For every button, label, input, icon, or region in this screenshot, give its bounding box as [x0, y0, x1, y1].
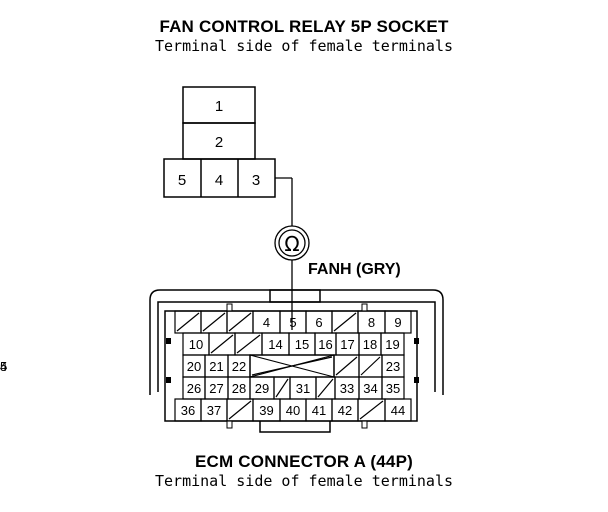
ecm-terminal-28: 28: [232, 381, 246, 396]
ecm-terminal-22: 22: [232, 359, 246, 374]
ecm-terminal-14: 14: [268, 337, 282, 352]
ecm-title: ECM CONNECTOR A (44P): [195, 452, 413, 471]
ecm-terminal-33: 33: [340, 381, 354, 396]
blank-area-cross: [249, 354, 335, 378]
relay-title: FAN CONTROL RELAY 5P SOCKET: [159, 17, 449, 36]
ecm-terminal-35: 35: [386, 381, 400, 396]
ecm-terminal-10: 10: [189, 337, 203, 352]
blocked-cavity-slash: [176, 312, 200, 332]
ecm-terminal-25: 25: [0, 359, 7, 374]
ecm-blank-area: [249, 354, 335, 378]
relay-terminal-3: 3: [252, 172, 260, 189]
ecm-terminal-31: 31: [296, 381, 310, 396]
ecm-terminal-4: 4: [263, 315, 270, 330]
ecm-terminal-44: 44: [391, 403, 405, 418]
ecm-terminal-41: 41: [312, 403, 326, 418]
blocked-cavity-slash: [228, 312, 252, 332]
ecm-terminal-8: 8: [368, 315, 375, 330]
ecm-terminal-16: 16: [318, 337, 332, 352]
ecm-terminal-42: 42: [338, 403, 352, 418]
ecm-terminal-9: 9: [394, 315, 401, 330]
ecm-terminal-37: 37: [207, 403, 221, 418]
ecm-terminal-cavity: [384, 398, 412, 422]
blocked-cavity-slash: [210, 334, 234, 354]
blocked-cavity-slash: [335, 356, 358, 376]
ecm-terminal-40: 40: [286, 403, 300, 418]
relay-terminal-1: 1: [215, 98, 223, 115]
blocked-cavity-slash: [359, 400, 384, 420]
ecm-terminal-20: 20: [187, 359, 201, 374]
blocked-cavity-slash: [333, 312, 357, 332]
ecm-terminal-21: 21: [209, 359, 223, 374]
blocked-cavity-slash: [275, 378, 289, 398]
blocked-cavity-slash: [317, 378, 334, 398]
ecm-terminal-5: 5: [289, 315, 296, 330]
ecm-terminal-24: 24: [0, 359, 7, 374]
ecm-terminal-29: 29: [255, 381, 269, 396]
ohm-meter-icon: Ω: [284, 232, 299, 256]
ecm-terminal-34: 34: [363, 381, 377, 396]
ecm-terminal-15: 15: [295, 337, 309, 352]
ecm-terminal-17: 17: [340, 337, 354, 352]
ecm-terminal-26: 26: [187, 381, 201, 396]
blocked-cavity-slash: [228, 400, 252, 420]
ecm-terminal-19: 19: [385, 337, 399, 352]
ecm-terminal-39: 39: [259, 403, 273, 418]
ecm-connector-marks: [166, 303, 419, 429]
ecm-terminal-27: 27: [209, 381, 223, 396]
relay-terminal-2: 2: [215, 134, 223, 151]
relay-terminal-5: 5: [178, 172, 186, 189]
wire-label: FANH (GRY): [308, 261, 401, 278]
ecm-terminal-36: 36: [181, 403, 195, 418]
relay-terminal-4: 4: [215, 172, 223, 189]
blocked-cavity-slash: [236, 334, 261, 354]
blocked-cavity-slash: [202, 312, 226, 332]
ecm-subtitle: Terminal side of female terminals: [154, 472, 453, 490]
ecm-terminal-6: 6: [315, 315, 322, 330]
ecm-terminal-18: 18: [363, 337, 377, 352]
ecm-terminal-23: 23: [386, 359, 400, 374]
ecm-terminal-grid: 4 5 6 8 9 10 14 15 16 17 18 19 20 21 22 23 2425 26 27 28 29 3…: [0, 310, 412, 422]
blocked-cavity-slash: [360, 356, 381, 376]
relay-subtitle: Terminal side of female terminals: [154, 37, 453, 55]
probe-wire: [274, 177, 310, 330]
